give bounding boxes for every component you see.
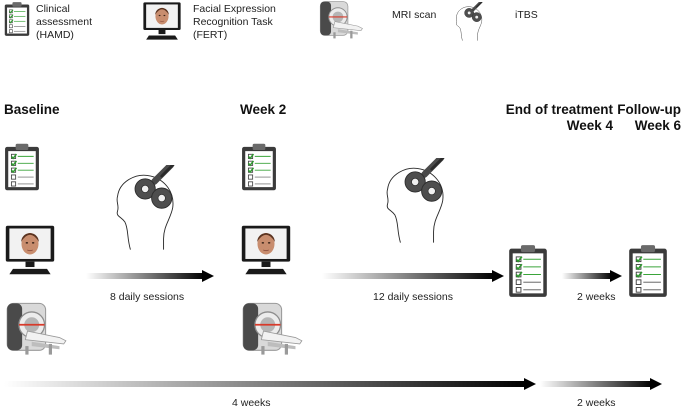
week2-mri-icon — [240, 300, 304, 358]
monitor-face-icon — [142, 1, 182, 41]
label-timeline-1: 4 weeks — [232, 397, 271, 409]
timeline-arrow-2 — [540, 378, 662, 390]
mri-scanner-icon — [318, 0, 364, 40]
itbs-head-icon-2 — [380, 158, 454, 250]
week2-clipboard-icon — [241, 140, 277, 194]
arrow-interval-1 — [562, 270, 622, 282]
stage-baseline-title: Baseline — [4, 102, 60, 117]
label-timeline-2: 2 weeks — [577, 397, 616, 409]
end-of-treatment-clipboard-icon — [508, 240, 548, 302]
label-interval-1: 2 weeks — [577, 291, 616, 303]
arrow-sessions-1 — [86, 270, 214, 282]
legend-mri: MRI scan — [392, 9, 437, 21]
label-sessions-1: 8 daily sessions — [110, 291, 185, 303]
baseline-clipboard-icon — [4, 140, 40, 194]
stage-week2-title: Week 2 — [240, 102, 287, 117]
week2-monitor-icon — [240, 222, 292, 278]
legend-itbs: iTBS — [515, 9, 538, 21]
legend-clinical: Clinical assessment (HAMD) — [36, 3, 93, 41]
clipboard-icon — [4, 0, 30, 38]
label-sessions-2: 12 daily sessions — [373, 291, 453, 303]
stage-follow-up-title: Follow-up Week 6 — [617, 102, 681, 133]
timeline-arrow-1 — [4, 378, 536, 390]
arrow-sessions-2 — [322, 270, 504, 282]
stage-end-of-treatment-title: End of treatment Week 4 — [505, 102, 613, 133]
baseline-mri-icon — [4, 300, 68, 358]
itbs-head-icon-1 — [110, 165, 184, 257]
legend-fert: Facial Expression Recognition Task (FERT… — [193, 3, 276, 41]
tms-coil-head-icon — [453, 2, 487, 44]
follow-up-clipboard-icon — [628, 240, 668, 302]
baseline-monitor-icon — [4, 222, 56, 278]
